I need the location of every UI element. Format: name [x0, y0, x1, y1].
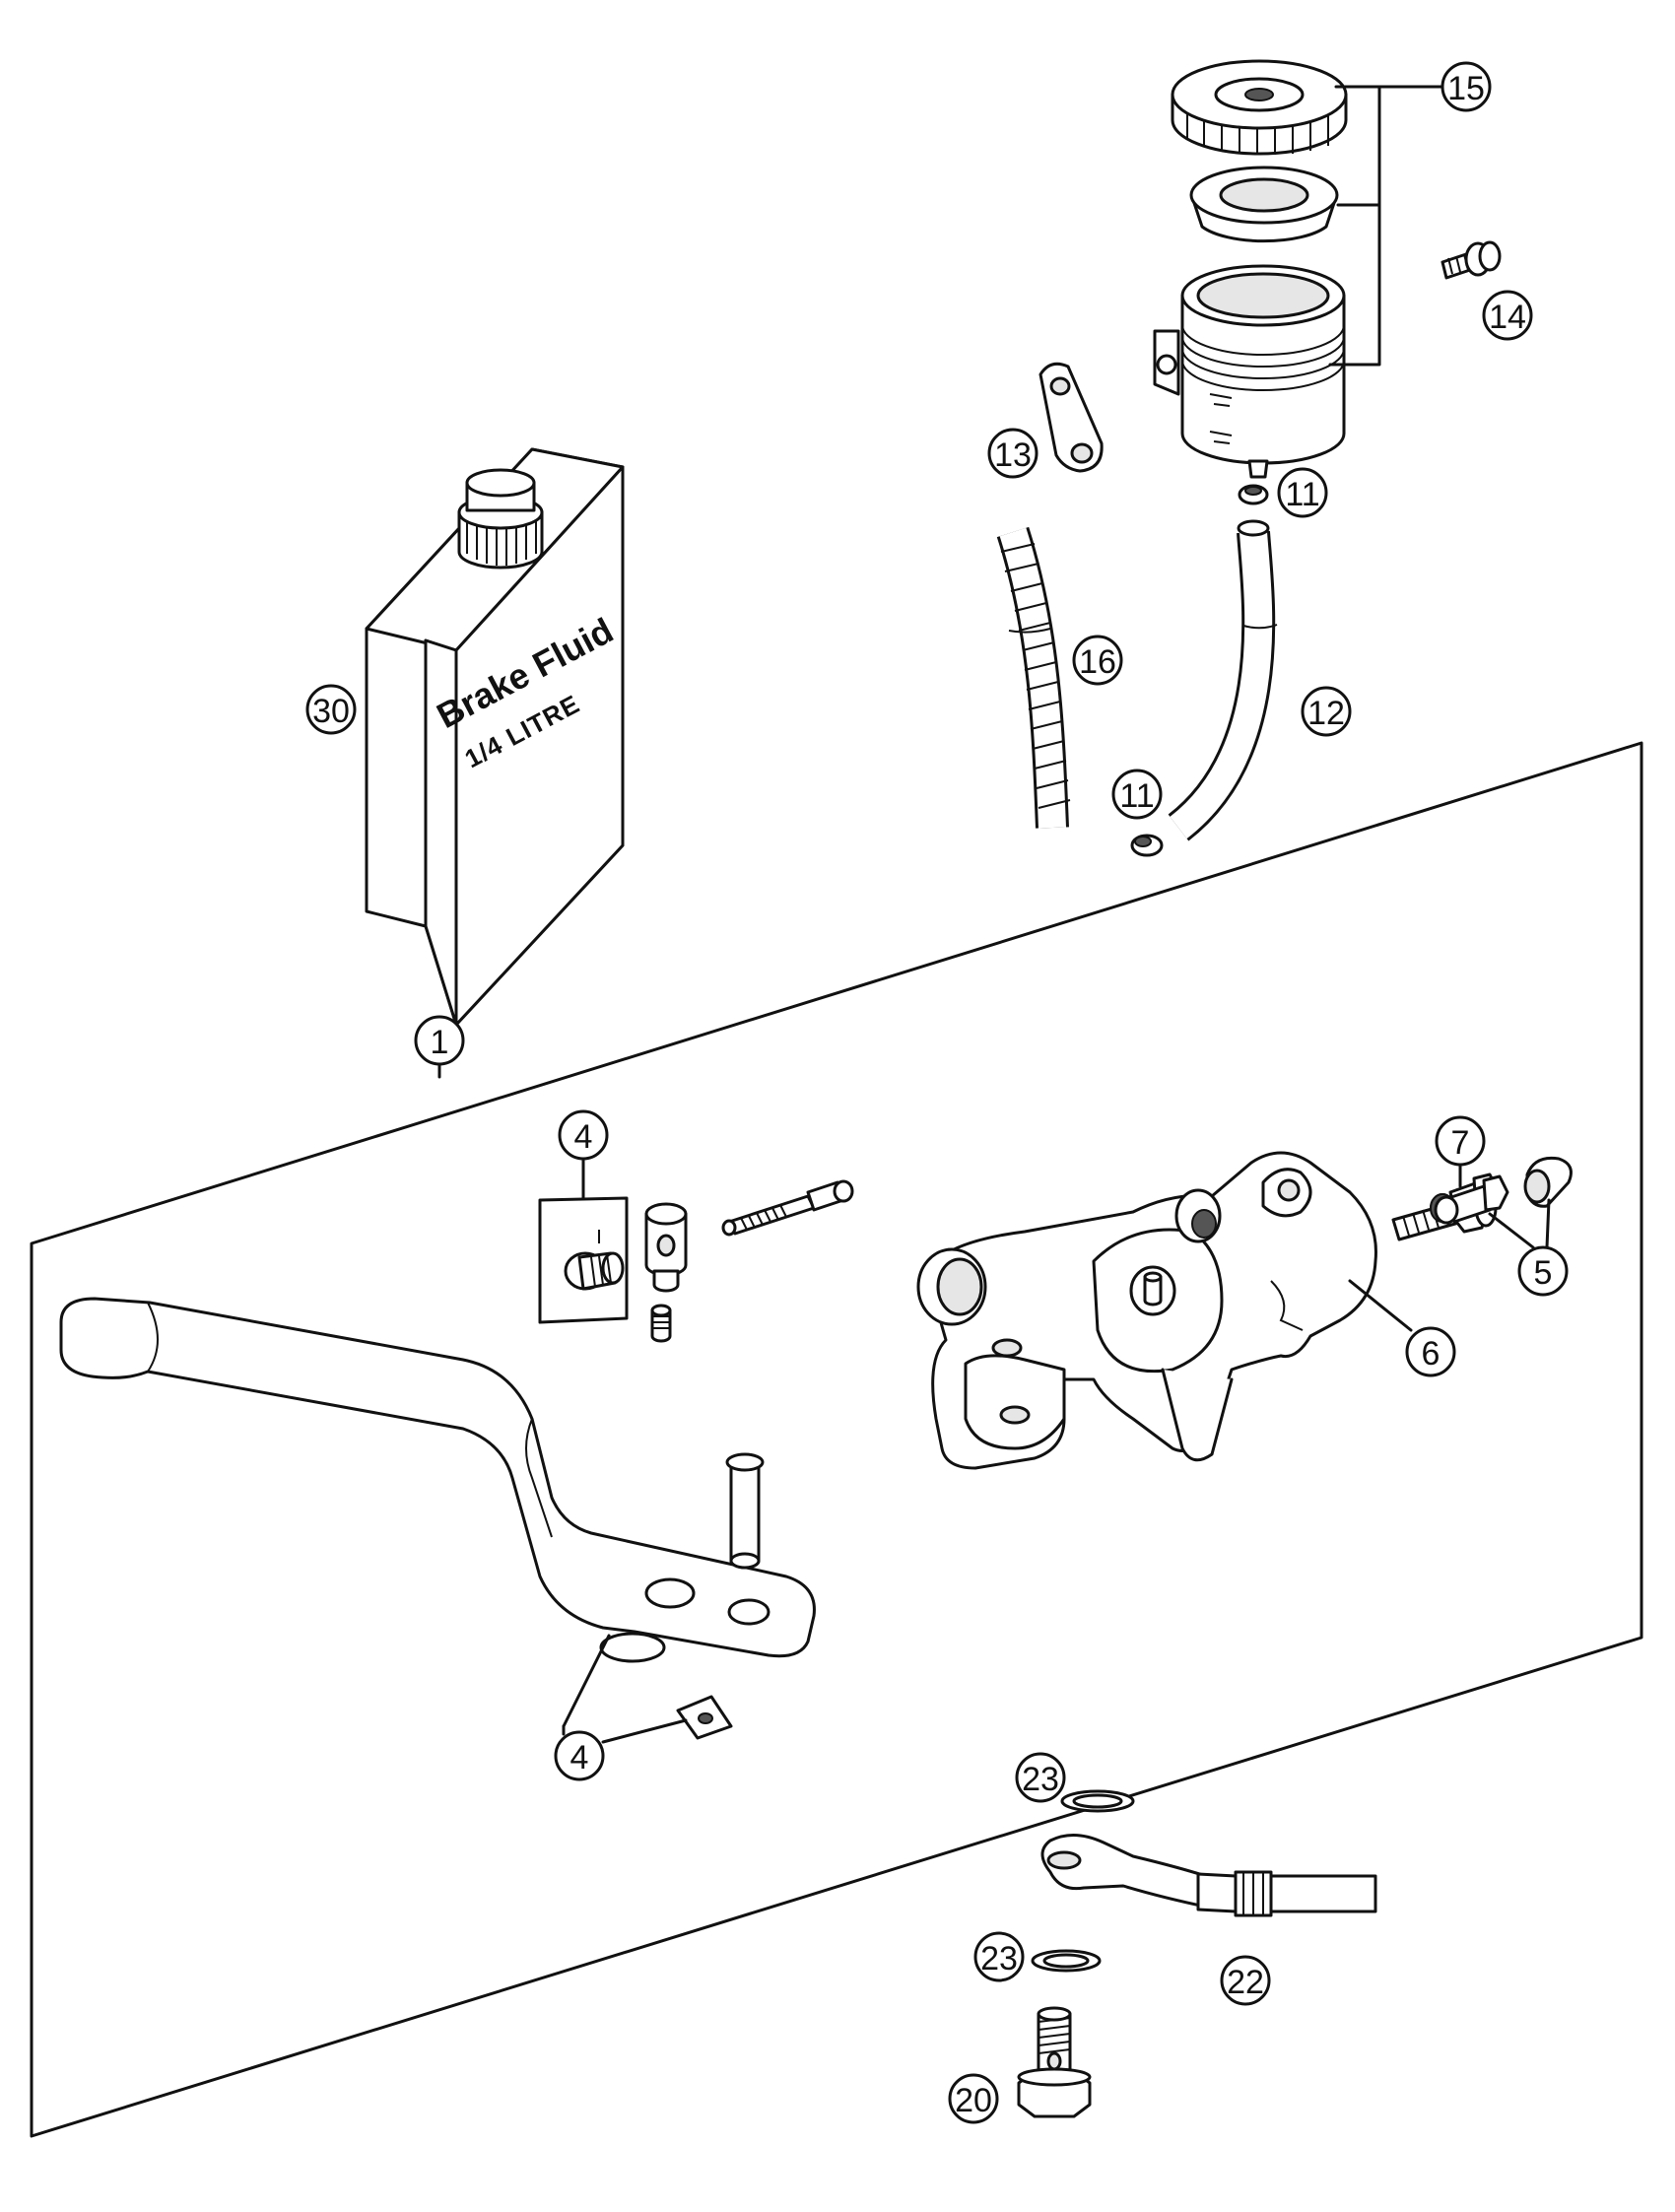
callout-13-label: 13: [994, 436, 1032, 474]
hose-clamp-lower: [1130, 834, 1164, 857]
brake-fluid-can: Brake Fluid 1/4 LITRE: [365, 447, 625, 1027]
callout-12: 12: [1301, 686, 1352, 737]
callout-15-label: 15: [1447, 70, 1485, 107]
callout-5: 5: [1517, 1245, 1569, 1297]
callout-15: 15: [1440, 61, 1492, 112]
reservoir-cap: [1171, 59, 1348, 156]
reservoir-hose-inner: [1170, 531, 1273, 839]
callout-30: 30: [305, 684, 357, 735]
sealing-ring-lower: [1031, 1949, 1102, 1973]
callout-14: 14: [1482, 290, 1533, 341]
callout-20-label: 20: [955, 2082, 992, 2119]
reservoir-diaphragm: [1189, 166, 1339, 243]
callout-6-label: 6: [1422, 1335, 1440, 1373]
adjuster-kit: [538, 1157, 629, 1324]
callout-23-upper-label: 23: [1022, 1761, 1059, 1798]
callout-4-upper-label: 4: [574, 1118, 593, 1156]
callout-11-lower-label: 11: [1119, 777, 1154, 815]
callout-30-label: 30: [312, 693, 350, 730]
adjuster-sleeve: [644, 1202, 688, 1293]
callout-7: 7: [1435, 1115, 1486, 1167]
callout-11-upper: 11: [1277, 467, 1328, 518]
brake-lever: [59, 1297, 816, 1728]
lever-pivot-pin: [725, 1452, 765, 1570]
callout-4-lower: 4: [554, 1730, 605, 1781]
bleed-cap: [1523, 1156, 1573, 1208]
leader-5: [1488, 1198, 1551, 1249]
callout-23-upper: 23: [1015, 1752, 1066, 1803]
callout-4-upper: 4: [558, 1109, 609, 1161]
master-cylinder: [916, 1151, 1377, 1470]
callout-6: 6: [1405, 1326, 1456, 1377]
reservoir-bracket: [1038, 362, 1104, 473]
leader-6: [1348, 1279, 1413, 1332]
callout-1-label: 1: [431, 1024, 449, 1061]
callout-23-lower-label: 23: [980, 1940, 1018, 1977]
callout-4-lower-label: 4: [570, 1739, 589, 1776]
hose-clamp-upper: [1238, 484, 1269, 505]
callout-5-label: 5: [1534, 1254, 1553, 1292]
callout-1: 1: [414, 1015, 465, 1066]
callout-22: 22: [1220, 1955, 1271, 2006]
spiral-guard: [996, 526, 1071, 829]
banjo-bolt: [1017, 2006, 1092, 2118]
callout-11-upper-label: 11: [1285, 476, 1319, 513]
bleed-valve-part: [1434, 1174, 1509, 1225]
push-rod: [721, 1179, 854, 1237]
brake-line: [1040, 1834, 1377, 1917]
leader-15: [1328, 85, 1444, 367]
callout-13: 13: [987, 428, 1038, 479]
assembly-frame: [30, 741, 1643, 2138]
callout-11-lower: 11: [1111, 769, 1163, 820]
sealing-ring-upper: [1060, 1789, 1135, 1813]
callout-14-label: 14: [1489, 299, 1526, 336]
callout-23-lower: 23: [973, 1931, 1025, 1982]
callout-16: 16: [1072, 635, 1123, 686]
callout-16-label: 16: [1079, 643, 1116, 681]
reservoir-body: [1153, 264, 1346, 479]
callout-22-label: 22: [1227, 1964, 1264, 2001]
adjuster-set-screw: [650, 1304, 672, 1343]
callout-20: 20: [948, 2073, 999, 2124]
lever-clip: [676, 1695, 733, 1740]
adjuster-knob: [564, 1251, 625, 1291]
callout-7-label: 7: [1451, 1124, 1470, 1162]
reservoir-screw: [1440, 240, 1502, 280]
leader-4-lower: [562, 1718, 688, 1744]
can-cap: [457, 468, 544, 570]
callout-12-label: 12: [1307, 695, 1345, 732]
